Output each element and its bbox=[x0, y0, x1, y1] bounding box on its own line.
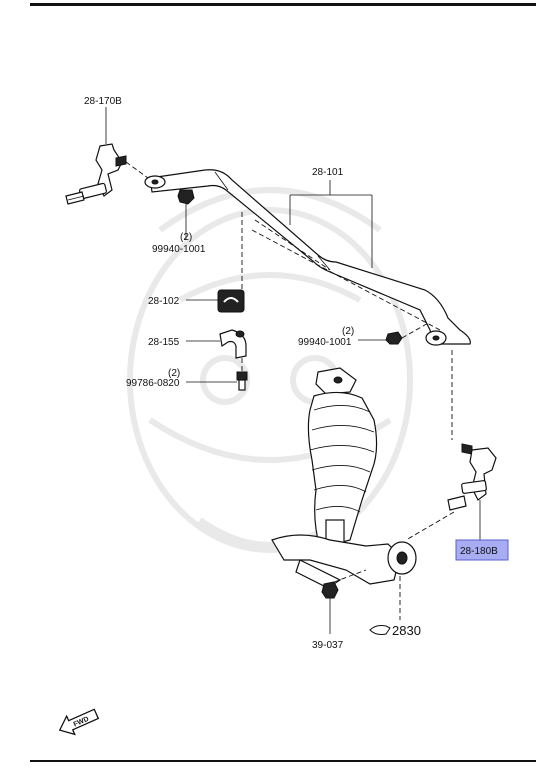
top-border bbox=[30, 3, 536, 6]
ref-arrow-icon bbox=[369, 625, 391, 635]
label-bushing: 28-102 bbox=[148, 296, 180, 307]
label-nut-lower: 39-037 bbox=[312, 640, 344, 651]
dash-bar-to-bracket bbox=[251, 229, 441, 331]
dash-nut-lower bbox=[333, 569, 367, 583]
dash-bar-to-bracket-2 bbox=[254, 219, 331, 271]
bottom-border bbox=[30, 760, 536, 762]
label-nut-right: 99940-1001 bbox=[298, 337, 352, 348]
label-bolt: 99786-0820 bbox=[126, 378, 180, 389]
dash-nut-right bbox=[401, 321, 431, 339]
bolt[interactable] bbox=[236, 371, 248, 391]
stabilizer-bar-eye-right bbox=[425, 330, 447, 346]
leader-stabilizer-bar bbox=[289, 180, 373, 268]
end-link-left[interactable] bbox=[65, 143, 127, 205]
label-nut-left: 99940-1001 bbox=[152, 244, 206, 255]
stabilizer-bar-eye-left bbox=[144, 175, 166, 189]
label-bracket: 28-155 bbox=[148, 337, 180, 348]
label-end-link-left: 28-170B bbox=[84, 96, 122, 107]
dash-right-link-to-arm bbox=[405, 511, 455, 541]
highlight-end-link-right[interactable] bbox=[455, 539, 509, 561]
label-nut-right-qty: (2) bbox=[342, 326, 354, 337]
dash-left-link bbox=[125, 161, 149, 179]
label-ref-section[interactable]: 2830 bbox=[392, 623, 421, 638]
label-end-link-right: 28-180B bbox=[460, 546, 498, 557]
end-link-right[interactable] bbox=[447, 443, 497, 511]
forward-arrow-icon: FWD bbox=[58, 708, 100, 736]
nut-right[interactable] bbox=[385, 331, 403, 345]
label-stabilizer-bar: 28-101 bbox=[312, 167, 344, 178]
nut-lower[interactable] bbox=[321, 581, 339, 599]
strut-assembly bbox=[307, 367, 378, 557]
bushing[interactable] bbox=[217, 289, 245, 313]
bracket[interactable] bbox=[219, 329, 247, 359]
label-nut-left-qty: (2) bbox=[180, 232, 192, 243]
nut-left[interactable] bbox=[177, 189, 195, 205]
label-bolt-qty: (2) bbox=[168, 368, 180, 379]
lower-control-arm bbox=[271, 534, 417, 589]
